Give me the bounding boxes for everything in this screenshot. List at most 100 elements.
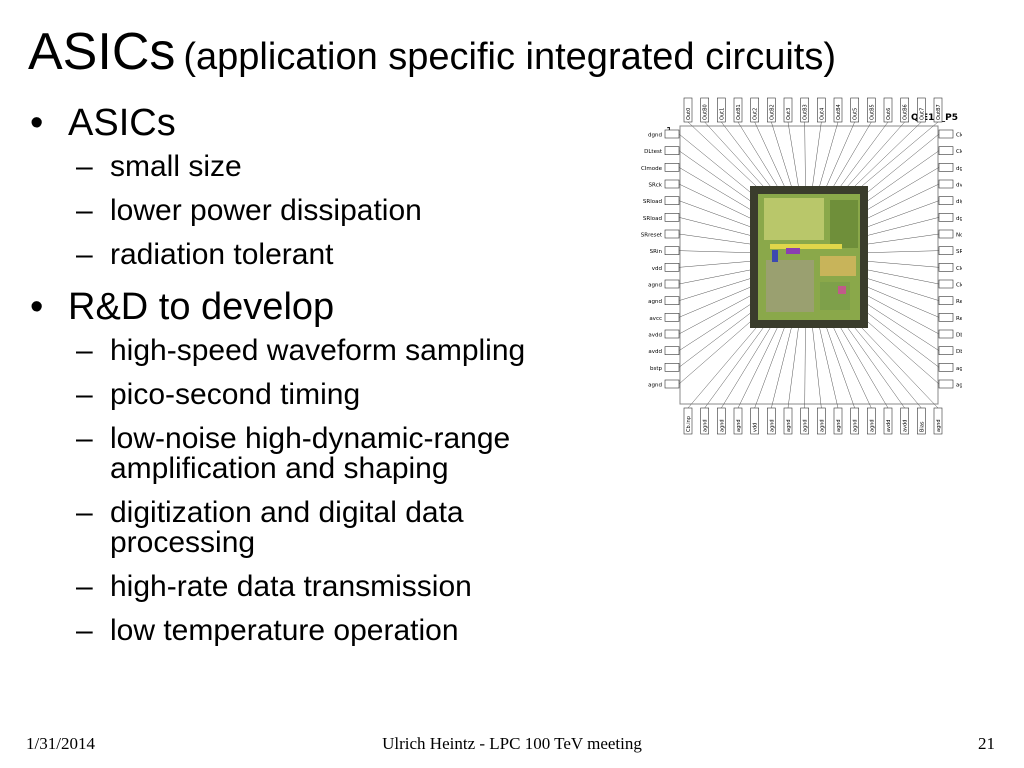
bond-wire xyxy=(854,327,922,409)
bullet-asics: ASICs xyxy=(28,102,628,144)
bond-wire xyxy=(826,121,855,187)
pin-label: NoLock xyxy=(956,233,962,239)
pin-label: avdd xyxy=(648,333,662,339)
pin-pad xyxy=(664,129,680,139)
bond-wire xyxy=(678,321,751,385)
footer-page-number: 21 xyxy=(978,734,995,753)
pin-label: agnd xyxy=(936,419,942,432)
pin-label: OutB0 xyxy=(703,104,709,120)
pin-label: CkOut xyxy=(956,133,962,139)
pin-label: Out4 xyxy=(819,108,825,120)
bullet-rd: R&D to develop xyxy=(28,286,628,328)
pin-label: agnd xyxy=(648,283,662,289)
die-block xyxy=(838,286,846,294)
pin-label: DLtest xyxy=(644,149,663,155)
bond-wire xyxy=(678,233,751,245)
footer-center: Ulrich Heintz - LPC 100 TeV meeting xyxy=(382,734,642,753)
bond-wire xyxy=(861,121,939,187)
bond-wire xyxy=(867,287,940,318)
asic-chip-layout-diagram: QIE10_P5 1 dgndDLtestCImodeSRckSRloadSRl… xyxy=(641,97,962,435)
pin-pad xyxy=(938,246,954,255)
pin-label: agnd xyxy=(736,419,742,432)
bond-wire xyxy=(867,133,940,193)
pin-label: OutB1 xyxy=(736,104,742,120)
pin-pad xyxy=(938,146,954,155)
pin-pad xyxy=(938,346,954,355)
bond-wire xyxy=(847,327,905,409)
pin-label: agnd xyxy=(956,366,962,372)
pin-label: agnd xyxy=(836,419,842,432)
bond-wire xyxy=(771,327,792,409)
pin-pad xyxy=(833,407,843,435)
die-layout xyxy=(750,186,868,328)
bond-wire xyxy=(854,121,922,187)
pin-pad xyxy=(664,296,680,305)
pin-label: SRload xyxy=(643,199,662,205)
pin-label: avdd xyxy=(903,420,909,432)
pin-label: Out7 xyxy=(919,108,925,120)
sub-bullet: –small size xyxy=(76,150,242,183)
pin-pad xyxy=(933,97,943,123)
pin-pad xyxy=(717,407,726,435)
bond-wire xyxy=(678,167,751,210)
bond-wire xyxy=(867,200,940,227)
title-subtitle: (application specific integrated circuit… xyxy=(183,36,836,78)
pin-pad xyxy=(800,97,809,123)
bond-wire xyxy=(867,183,940,219)
pin-label: Reset xyxy=(956,299,962,305)
bond-pads: dgndDLtestCImodeSRckSRloadSRloadSRresetS… xyxy=(641,97,962,435)
pin-label: SRreset xyxy=(641,233,663,239)
bond-wire xyxy=(754,327,785,409)
pin-pad xyxy=(900,97,909,123)
bond-wire xyxy=(812,327,822,409)
pin-label: agnd xyxy=(648,299,662,305)
bond-wire xyxy=(737,327,778,409)
sub-bullet: –pico-second timing xyxy=(76,378,361,411)
pin-label: SRck xyxy=(648,183,662,189)
bond-wire xyxy=(721,327,771,409)
sub-bullet: –high-rate data transmission xyxy=(76,570,472,603)
pin-pad xyxy=(767,97,776,123)
pin-pad xyxy=(917,97,926,123)
bond-wire xyxy=(867,217,940,236)
bond-wire xyxy=(721,121,771,187)
pin-pad xyxy=(733,97,743,123)
bond-wire xyxy=(787,327,799,409)
pin-label: agnd xyxy=(769,419,775,432)
pin-pad xyxy=(664,213,680,222)
sub-bullet: –low temperature operation xyxy=(76,614,459,647)
sub-bullet: –digitization and digital data processin… xyxy=(76,496,464,559)
bond-wire xyxy=(678,295,751,335)
pin-label: agnd xyxy=(719,419,725,432)
bond-wire xyxy=(812,121,822,187)
pin-pad xyxy=(867,97,876,123)
bond-wire xyxy=(826,327,855,409)
bond-wire xyxy=(704,121,764,187)
bond-wire xyxy=(678,269,751,285)
pin-label: vdd xyxy=(753,423,759,432)
pin-pad xyxy=(883,407,893,435)
pin-label: avdd xyxy=(648,349,662,355)
pin-label: Out2 xyxy=(753,108,759,120)
die-block xyxy=(786,248,800,254)
pin-pad xyxy=(833,97,843,123)
bond-wire xyxy=(819,121,839,187)
bond-wire xyxy=(804,327,806,409)
bond-wire xyxy=(678,250,751,253)
pin-pad xyxy=(938,129,954,139)
pin-label: dgnd xyxy=(956,216,962,222)
package-outline xyxy=(679,125,939,405)
pin-pad xyxy=(938,196,954,205)
bond-wires xyxy=(678,121,940,409)
footer-date: 1/31/2014 xyxy=(26,734,95,753)
pin-label: avdd xyxy=(886,420,892,432)
die-block xyxy=(772,250,778,262)
pin-pad xyxy=(664,279,680,289)
sub-bullet: –high-speed waveform sampling xyxy=(76,334,526,367)
pin-label: agnd xyxy=(803,419,809,432)
pin-label: CImode xyxy=(641,166,663,172)
pin-pad xyxy=(938,179,954,189)
bond-wire xyxy=(867,278,940,301)
bond-wire xyxy=(804,121,806,187)
pin-pad xyxy=(938,263,954,272)
